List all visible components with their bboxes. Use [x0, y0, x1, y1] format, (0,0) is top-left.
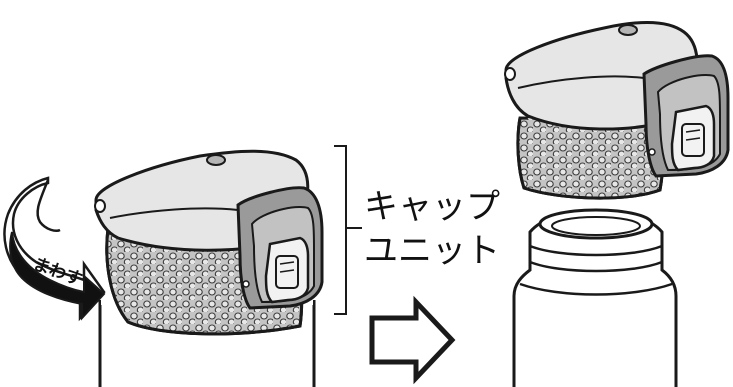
cap-unit-label-line1: キャップ: [364, 187, 500, 227]
turn-arrow-icon: まわす: [4, 178, 104, 318]
right-bottle-mouth: [540, 210, 652, 238]
right-arrow-icon: [372, 302, 452, 378]
right-bottle-assembly: [505, 22, 728, 387]
left-cap-vent-hole: [207, 155, 225, 165]
right-cap-vent-hole: [619, 25, 637, 35]
cap-unit-bracket: [334, 146, 362, 314]
left-bottle-assembly: [95, 151, 322, 387]
cap-unit-label-line2: ユニット: [364, 231, 500, 271]
